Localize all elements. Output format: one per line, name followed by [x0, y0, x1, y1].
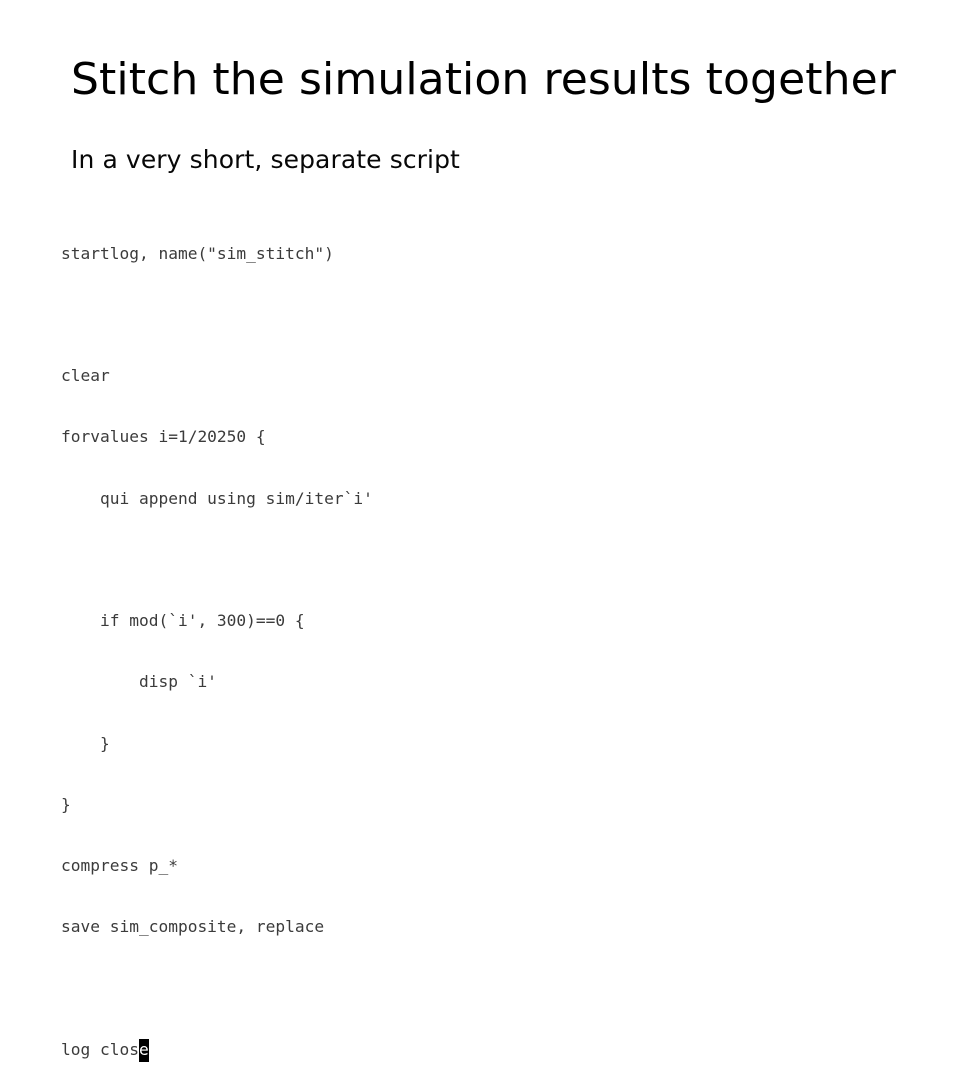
code-line: forvalues i=1/20250 {: [61, 427, 266, 447]
code-line: qui append using sim/iter`i': [61, 488, 373, 508]
page-title: Stitch the simulation results together: [71, 54, 896, 105]
slide-subtitle: In a very short, separate script: [71, 145, 460, 174]
code-line: disp `i': [61, 672, 217, 692]
code-text-before-cursor: log clos: [61, 1039, 139, 1059]
code-block[interactable]: startlog, name("sim_stitch") clear forva…: [61, 203, 373, 1080]
code-line: clear: [61, 366, 110, 386]
text-cursor[interactable]: e: [138, 1038, 149, 1063]
code-line: compress p_*: [61, 855, 178, 875]
code-line: [61, 305, 373, 325]
presentation-slide: Stitch the simulation results together I…: [61, 54, 896, 1063]
code-line: [61, 550, 373, 570]
code-line: }: [61, 794, 71, 814]
code-line-with-cursor: log close: [61, 1038, 373, 1063]
code-line: startlog, name("sim_stitch"): [61, 243, 334, 263]
code-line: save sim_composite, replace: [61, 917, 325, 937]
code-line: [61, 978, 373, 998]
code-line: }: [61, 733, 110, 753]
code-line: if mod(`i', 300)==0 {: [61, 611, 305, 631]
